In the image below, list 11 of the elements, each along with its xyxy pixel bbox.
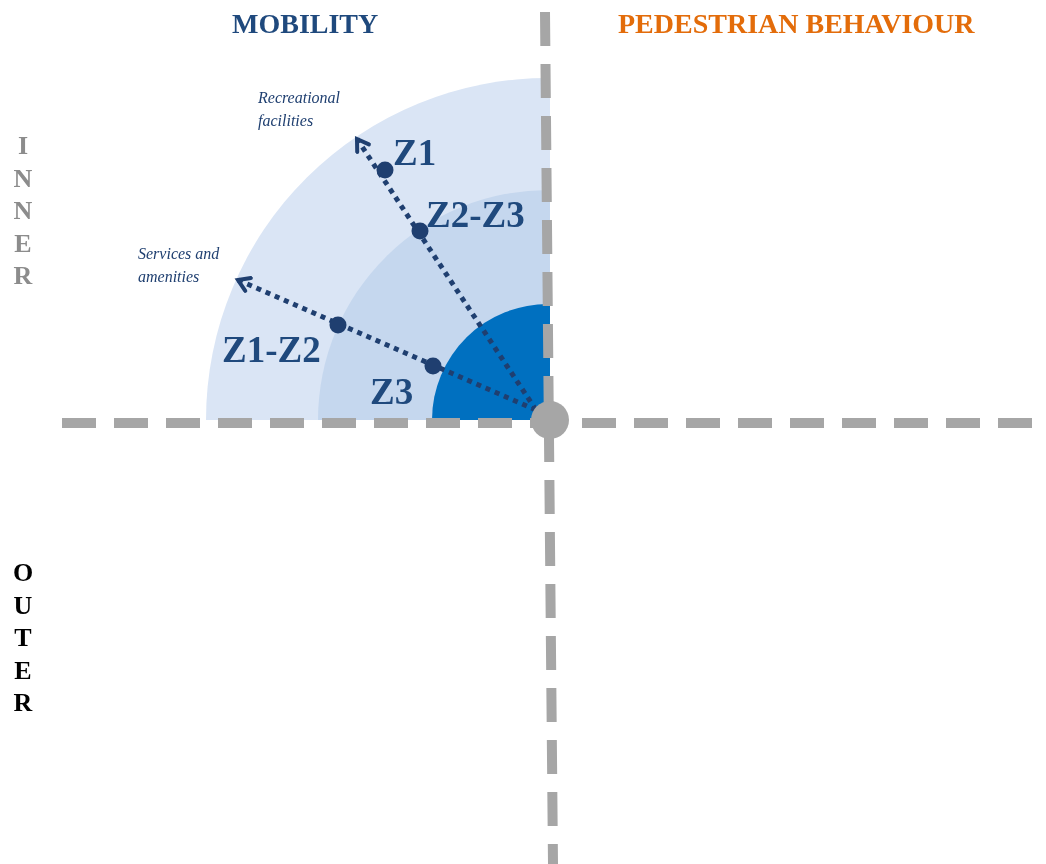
category-label: Recreational facilities [258,88,342,132]
zone-label: Z3 [370,370,414,413]
axis-label: INNER [12,130,34,292]
zone-label: Z2-Z3 [426,193,525,236]
zone-label: Z1-Z2 [222,328,321,371]
heading: PEDESTRIAN BEHAVIOUR [618,8,975,40]
zone-label: Z1 [393,131,437,174]
origin-circle [530,400,570,440]
category-label: Services and amenities [138,244,221,287]
heading: MOBILITY [232,8,379,40]
axis-label: OUTER [11,557,35,719]
